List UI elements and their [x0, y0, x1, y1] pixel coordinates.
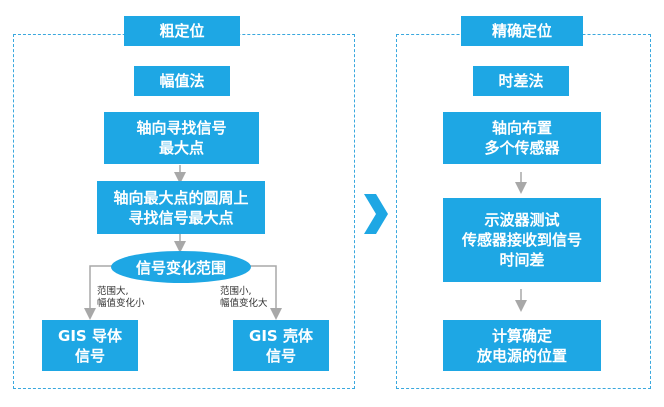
- gis-shell-signal-box: GIS 壳体 信号: [233, 320, 329, 371]
- locate-discharge-box: 计算确定 放电源的位置: [443, 320, 601, 371]
- time-difference-method-box: 时差法: [473, 66, 569, 96]
- note-narrow-range: 范围小, 幅值变化大: [220, 286, 268, 309]
- oscilloscope-test-box: 示波器测试 传感器接收到信号 时间差: [443, 198, 601, 282]
- sensor-arrangement-box: 轴向布置 多个传感器: [443, 112, 601, 164]
- coarse-location-title: 粗定位: [124, 16, 240, 46]
- gis-conductor-signal-box: GIS 导体 信号: [42, 320, 138, 371]
- amplitude-method-box: 幅值法: [134, 66, 230, 96]
- arrow-decision-to-right: [250, 265, 282, 320]
- arrow-decision-to-left: [84, 265, 112, 320]
- note-wide-range: 范围大, 幅值变化小: [97, 286, 145, 309]
- circumference-search-box: 轴向最大点的圆周上 寻找信号最大点: [97, 181, 265, 234]
- flow-arrow-icon: [364, 194, 388, 234]
- signal-range-decision: 信号变化范围: [111, 251, 251, 283]
- axial-search-box: 轴向寻找信号 最大点: [104, 112, 259, 164]
- precise-location-title: 精确定位: [461, 16, 583, 46]
